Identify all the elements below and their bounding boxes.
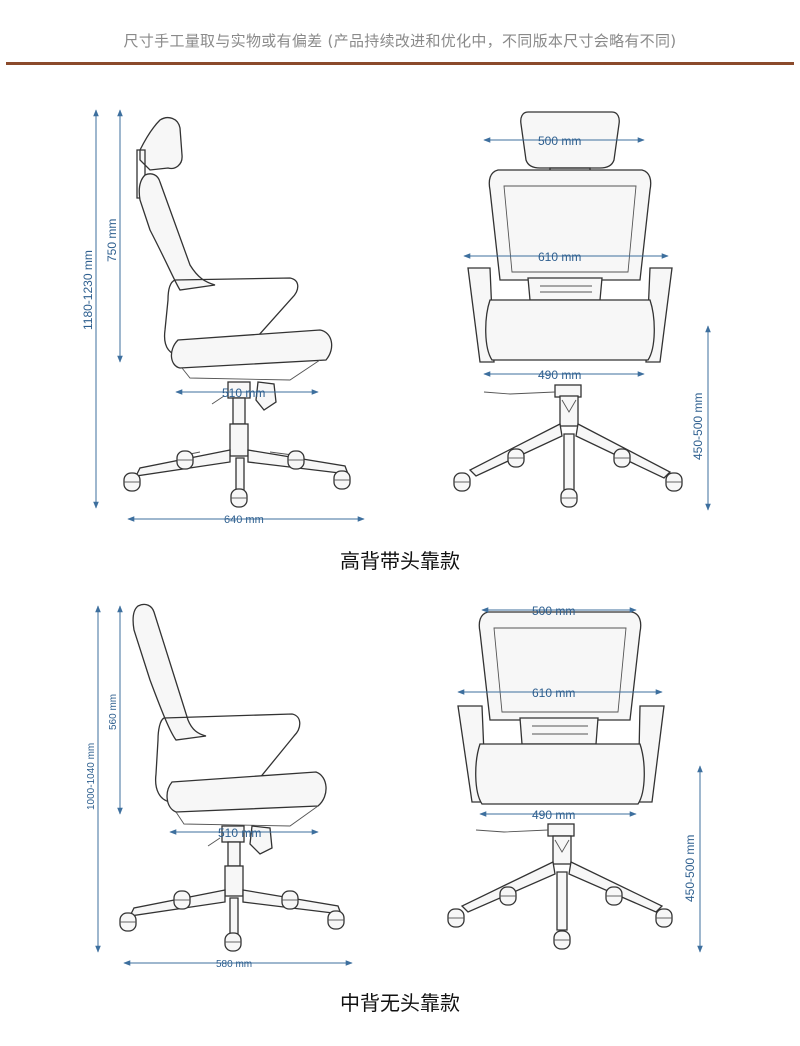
model2-caption: 中背无头靠款	[340, 991, 460, 1015]
header-divider	[6, 62, 794, 65]
m1-headrest-width-label: 500 mm	[538, 134, 581, 148]
m2-seat-height-label: 450-500 mm	[683, 835, 697, 902]
model1-caption: 高背带头靠款	[340, 549, 460, 573]
measurement-note: 尺寸手工量取与实物或有偏差 (产品持续改进和优化中，不同版本尺寸会略有不同)	[123, 32, 677, 50]
model1-front-view	[453, 111, 683, 508]
m2-seat-width-label: 490 mm	[532, 808, 575, 822]
m2-headrest-width-label: 500 mm	[532, 604, 575, 618]
model1-side-dimensions: 1180-1230 mm 750 mm 510 mm 640 mm	[81, 109, 365, 526]
m1-back-height-label: 750 mm	[105, 219, 119, 262]
model2-front-view	[447, 611, 673, 950]
model2-side-view	[119, 603, 345, 952]
m1-back-width-label: 610 mm	[538, 250, 581, 264]
m1-total-height-label: 1180-1230 mm	[81, 250, 95, 330]
m2-seat-depth-label: 510 mm	[218, 826, 261, 840]
m1-seat-height-label: 450-500 mm	[691, 393, 705, 460]
m2-base-width-label: 580 mm	[216, 959, 252, 970]
model1-front-dimensions: 500 mm 610 mm 490 mm 450-500 mm	[463, 134, 711, 511]
m1-base-width-label: 640 mm	[224, 514, 264, 526]
m2-back-height-label: 560 mm	[108, 694, 119, 730]
header: 尺寸手工量取与实物或有偏差 (产品持续改进和优化中，不同版本尺寸会略有不同)	[0, 0, 800, 66]
m2-back-width-label: 610 mm	[532, 686, 575, 700]
m1-seat-depth-label: 510 mm	[222, 386, 265, 400]
model1-side-view	[123, 117, 351, 508]
m1-seat-width-label: 490 mm	[538, 368, 581, 382]
model2-side-dimensions: 1000-1040 mm 560 mm 510 mm 580 mm	[86, 605, 353, 970]
m2-total-height-label: 1000-1040 mm	[86, 743, 97, 810]
model2-front-dimensions: 500 mm 610 mm 490 mm 450-500 mm	[457, 604, 703, 953]
